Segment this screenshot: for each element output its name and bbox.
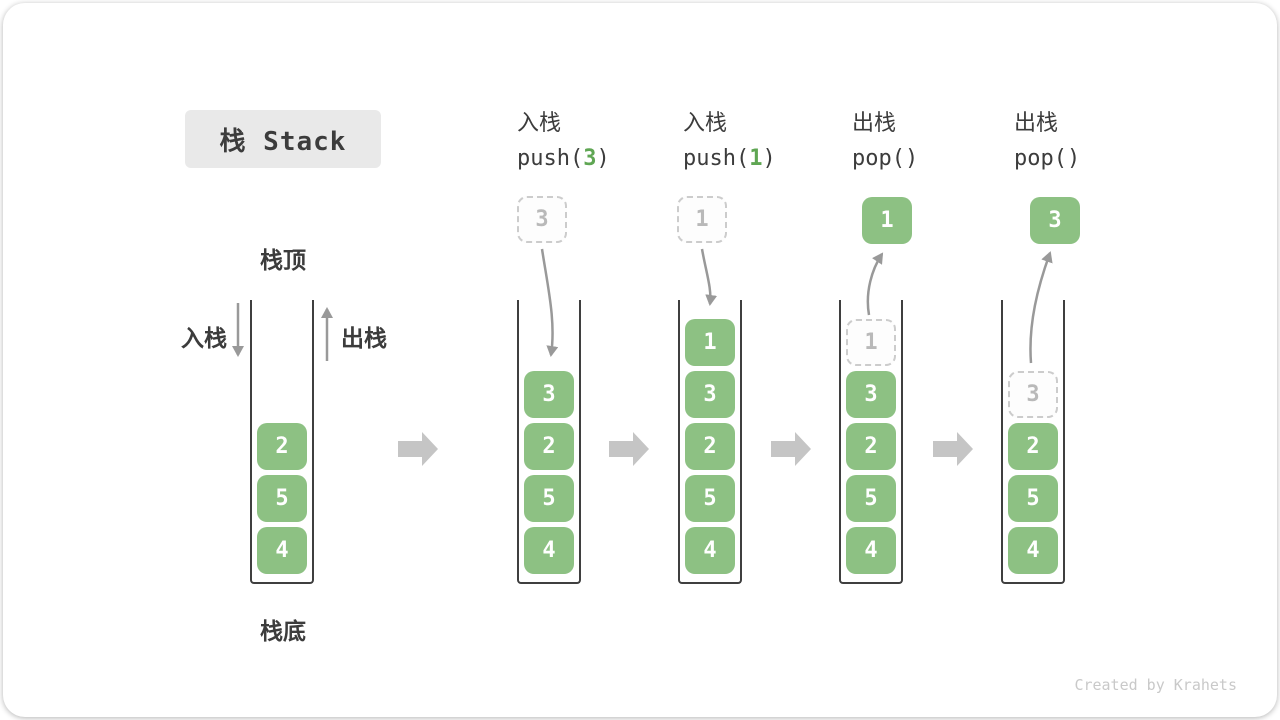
- stack-cell: 5: [846, 475, 896, 522]
- code-arg: 3: [583, 146, 597, 171]
- ghost-cell-incoming: 1: [677, 196, 727, 243]
- stack-cell: 4: [1008, 527, 1058, 574]
- code-fn: push(: [517, 146, 584, 171]
- code-close: ): [904, 146, 919, 171]
- ghost-cell-removed: 3: [1008, 371, 1058, 418]
- diagram-title: 栈 Stack: [185, 110, 381, 168]
- stack-cell: 4: [524, 527, 574, 574]
- stack-cell: 3: [846, 371, 896, 418]
- push-direction-label: 入栈: [181, 326, 227, 352]
- op-code-text: push(1): [683, 141, 776, 176]
- stack-well-4: [839, 300, 903, 584]
- code-fn: pop(: [852, 146, 905, 171]
- stack-cell: 4: [257, 527, 307, 574]
- op-code-text: pop(): [852, 141, 918, 176]
- op-code-text: push(3): [517, 141, 610, 176]
- stack-well-1: [250, 300, 314, 584]
- stack-cell: 2: [1008, 423, 1058, 470]
- stack-well-3: [678, 300, 742, 584]
- code-close: ): [1066, 146, 1081, 171]
- code-fn: push(: [683, 146, 750, 171]
- op-label-push3: 入栈 push(3): [517, 106, 610, 176]
- stack-cell: 5: [524, 475, 574, 522]
- stack-cell: 1: [685, 319, 735, 366]
- stack-cell: 3: [524, 371, 574, 418]
- stack-cell: 5: [257, 475, 307, 522]
- ghost-cell-incoming: 3: [517, 196, 567, 243]
- stack-cell: 4: [685, 527, 735, 574]
- code-close: ): [596, 146, 610, 171]
- stack-cell: 5: [685, 475, 735, 522]
- op-cn-text: 入栈: [683, 111, 728, 136]
- stack-cell: 5: [1008, 475, 1058, 522]
- stack-cell: 3: [685, 371, 735, 418]
- stack-top-label: 栈顶: [260, 248, 306, 274]
- ghost-cell-removed: 1: [846, 319, 896, 366]
- op-cn-text: 出栈: [852, 111, 897, 136]
- code-fn: pop(: [1014, 146, 1067, 171]
- op-code-text: pop(): [1014, 141, 1080, 176]
- op-label-push1: 入栈 push(1): [683, 106, 776, 176]
- stack-well-5: [1001, 300, 1065, 584]
- stack-cell: 2: [685, 423, 735, 470]
- op-cn-text: 入栈: [517, 111, 562, 136]
- op-cn-text: 出栈: [1014, 111, 1059, 136]
- code-close: ): [762, 146, 776, 171]
- pop-direction-label: 出栈: [341, 326, 387, 352]
- watermark: Created by Krahets: [1074, 676, 1237, 694]
- stack-cell: 2: [524, 423, 574, 470]
- popped-cell: 3: [1030, 197, 1080, 244]
- stack-cell: 4: [846, 527, 896, 574]
- stack-bottom-label: 栈底: [260, 619, 306, 645]
- popped-cell: 1: [862, 197, 912, 244]
- op-label-pop3: 出栈 pop(): [1014, 106, 1080, 176]
- code-arg: 1: [749, 146, 763, 171]
- stack-well-2: [517, 300, 581, 584]
- op-label-pop1: 出栈 pop(): [852, 106, 918, 176]
- stack-cell: 2: [846, 423, 896, 470]
- stack-cell: 2: [257, 423, 307, 470]
